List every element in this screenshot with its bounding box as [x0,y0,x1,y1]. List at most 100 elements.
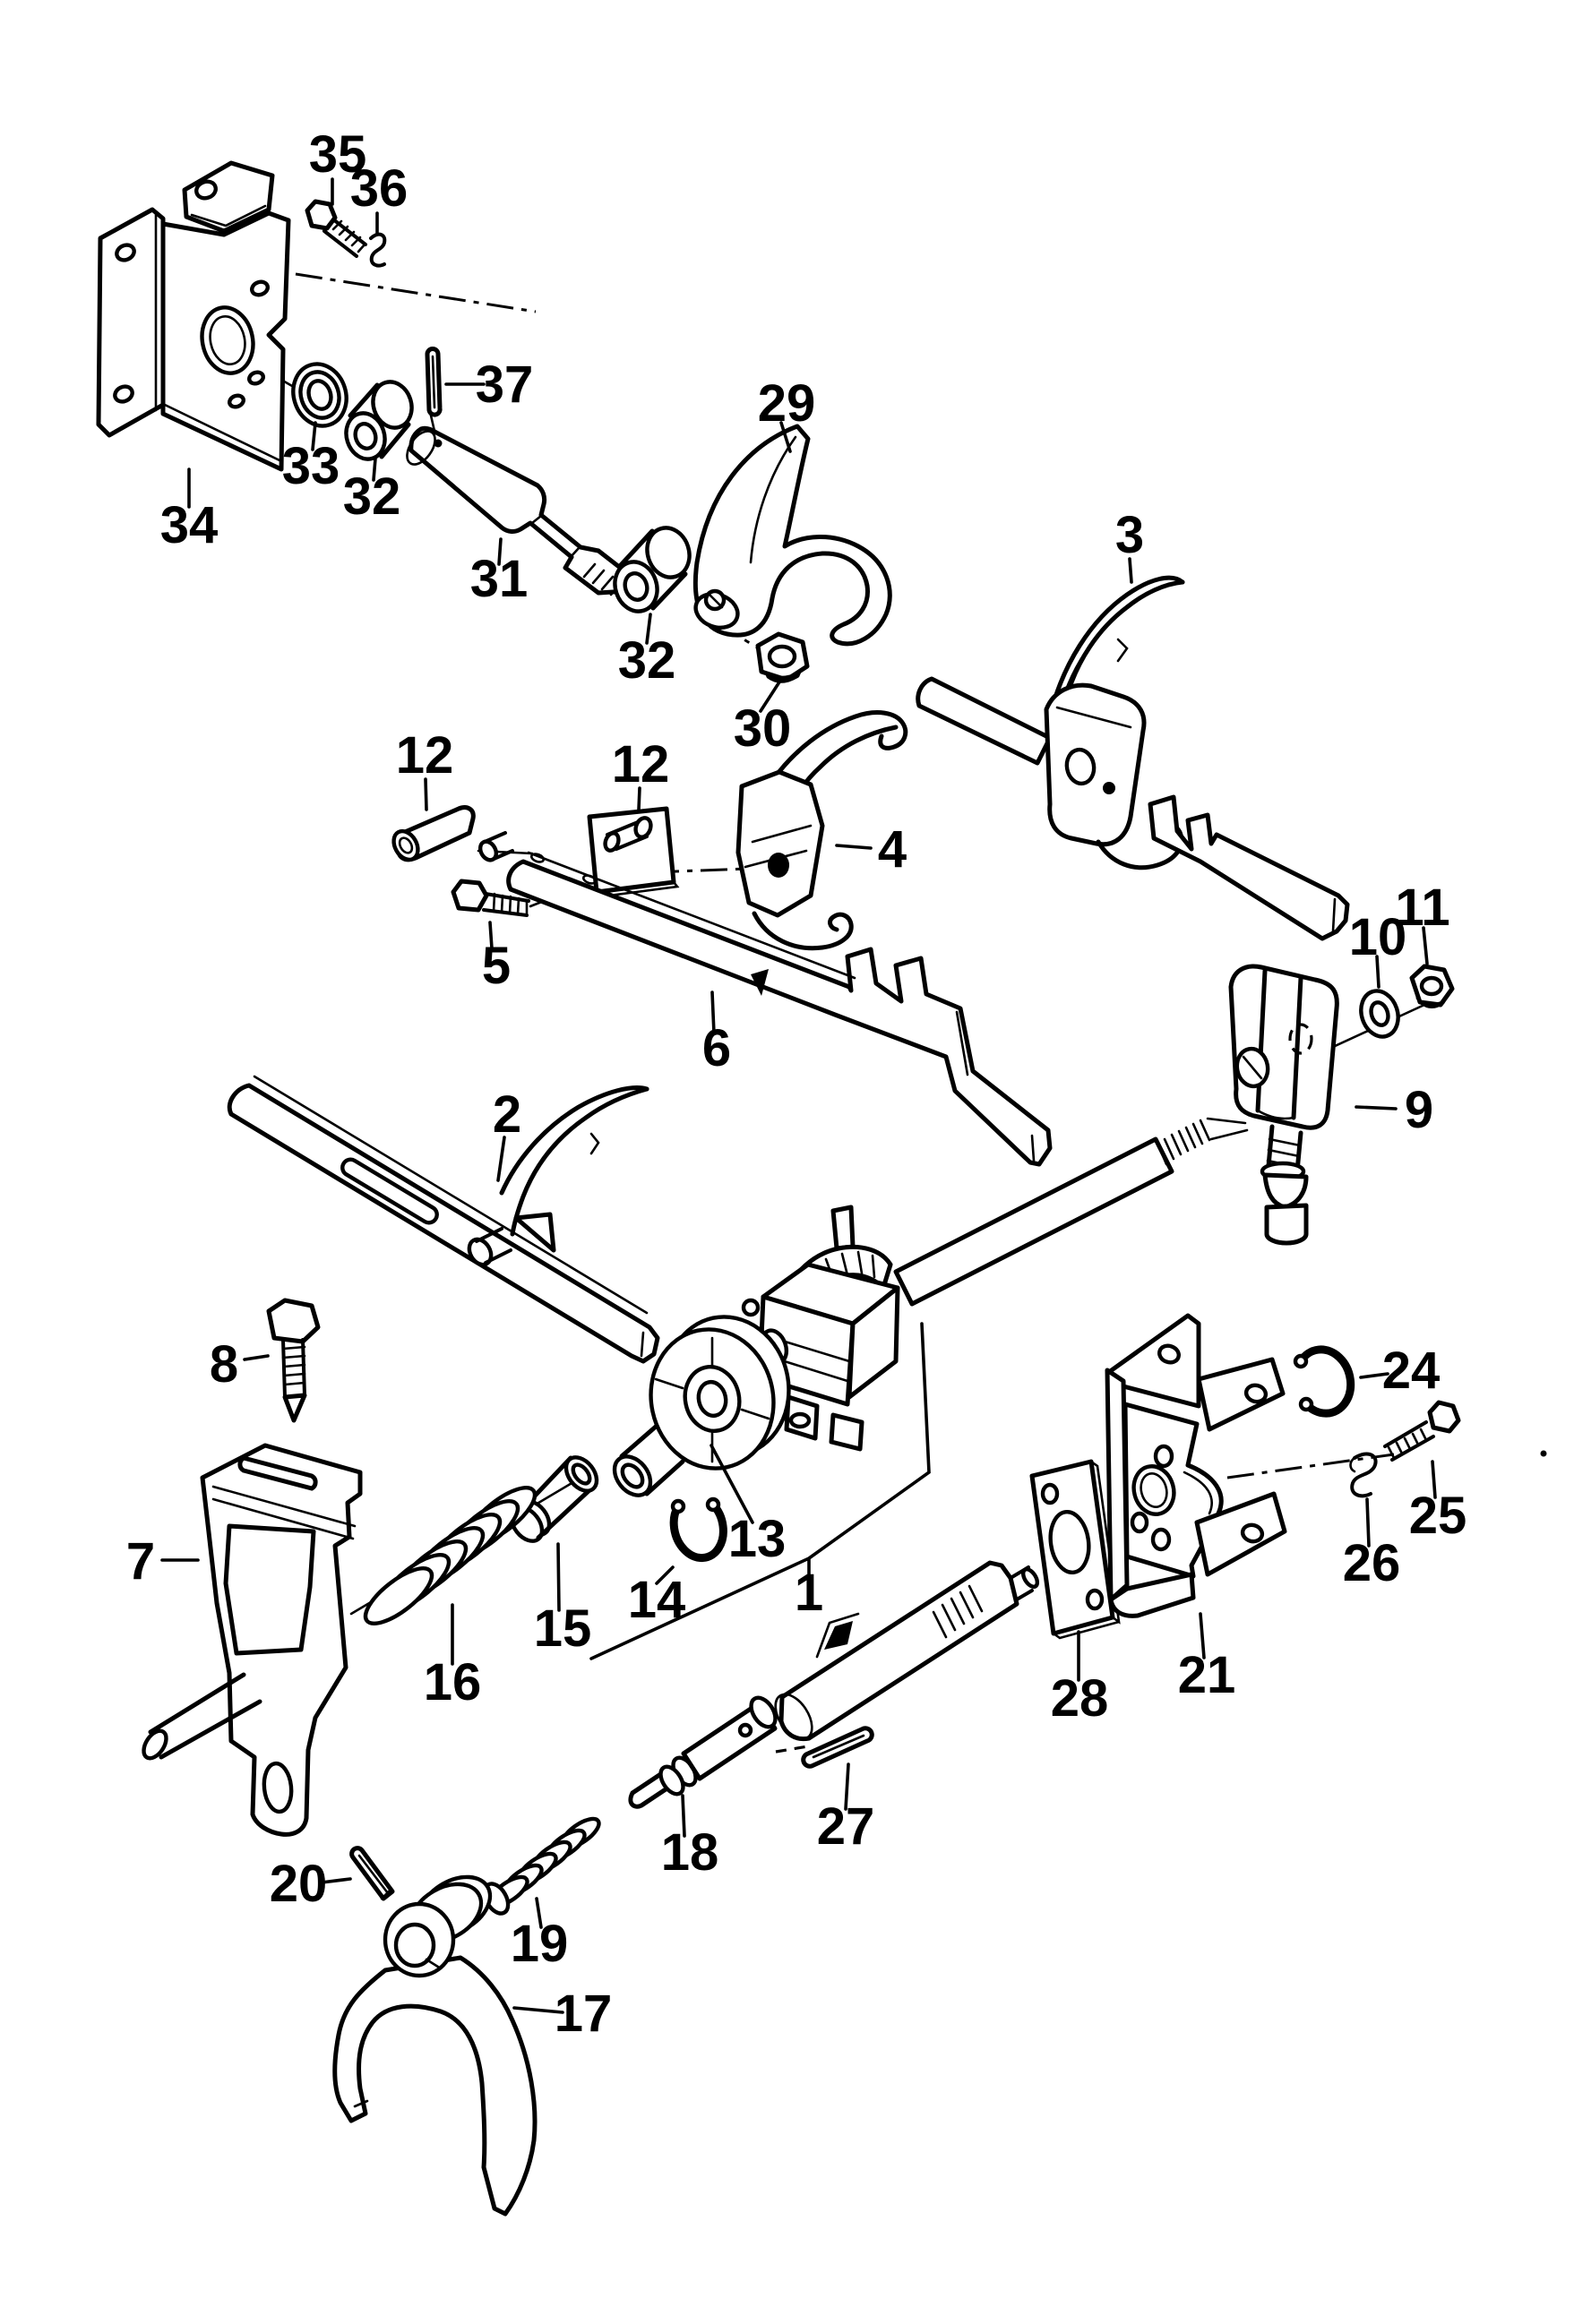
fork-2 [227,1075,660,1364]
callout-28: 28 [1051,1669,1109,1728]
leader-21 [1199,1612,1206,1659]
callout-25: 25 [1409,1487,1467,1545]
leader-13 [710,1444,754,1524]
leader-4 [835,844,873,850]
leader-31 [497,537,503,566]
leader-14 [655,1565,675,1585]
pin-20 [349,1846,395,1901]
circlip-24 [1293,1345,1355,1418]
leader-20 [320,1877,352,1884]
callout-35: 35 [309,125,367,184]
callout-31: 31 [470,550,529,608]
callout-32-upper: 32 [343,467,401,526]
callout-32-lower: 32 [618,631,676,690]
pin-37 [425,347,443,417]
spring-16 [363,1486,538,1625]
bracket-21 [1105,1313,1287,1618]
leader-25 [1431,1460,1437,1499]
spring-19 [482,1816,601,1916]
carrier-block [741,1205,900,1452]
leader-32-upper [372,457,377,482]
callout-12-left: 12 [396,726,454,785]
leader-8 [243,1354,270,1361]
callout-34: 34 [160,496,219,554]
callout-30: 30 [734,699,792,758]
bushing-32-lower [613,526,692,613]
pin-27 [801,1726,874,1769]
fork-4 [735,710,908,951]
callout-12-right: 12 [612,735,670,793]
shift-rod-rear-sleeve [774,1560,1040,1742]
callout-9: 9 [1405,1081,1433,1139]
clevis-9 [1228,964,1339,1246]
piston-18 [628,1695,778,1809]
stray-dot [1540,1450,1547,1457]
callout-19: 19 [511,1915,569,1973]
leader-32-lower [645,613,652,645]
leader-18 [681,1794,686,1838]
callout-labels: 1 2 3 4 5 6 7 8 9 10 11 12 12 13 14 15 1… [126,125,1466,2043]
callout-5: 5 [482,937,511,995]
leader-1 [589,1322,931,1660]
fork-rail-3 [916,575,1350,941]
bolt-25 [1383,1400,1461,1462]
nut-11 [1409,964,1455,1008]
fork-29 [692,424,892,647]
callout-3: 3 [1115,506,1144,564]
callout-leaders [160,177,1437,2014]
leader-15 [556,1542,561,1612]
disc-13 [649,1315,791,1471]
callout-14: 14 [628,1571,686,1629]
callout-16: 16 [424,1653,482,1711]
callout-36: 36 [350,159,409,218]
callout-21: 21 [1178,1646,1236,1704]
bracket-34 [96,160,291,472]
callout-33: 33 [282,437,340,495]
callout-17: 17 [555,1985,613,2043]
callout-26: 26 [1343,1534,1401,1592]
callout-8: 8 [210,1335,238,1394]
fork-17 [332,1874,538,2217]
callout-7: 7 [126,1532,155,1591]
leader-11 [1422,926,1429,965]
bushing-32-upper [344,380,414,461]
leader-27 [844,1762,850,1811]
rail-6 [506,851,1053,1167]
leader-5 [488,921,494,950]
bolt-35 [305,199,367,258]
leader-12-right [637,786,641,811]
callout-20: 20 [270,1855,328,1913]
clip-12-right [587,806,680,898]
leader-33 [311,421,317,451]
leader-26 [1365,1497,1371,1548]
s-clip-26 [1349,1452,1378,1498]
leader-6 [710,990,716,1035]
leader-30 [759,679,782,713]
callout-27: 27 [817,1797,875,1856]
callout-13: 13 [728,1510,787,1568]
leader-3 [1128,557,1133,584]
leader-24 [1359,1372,1389,1379]
bracket-7 [142,1443,363,1837]
leader-9 [1355,1105,1398,1111]
seal-33 [291,362,348,428]
bolt-8 [266,1298,321,1423]
callout-10: 10 [1349,908,1407,966]
callout-18: 18 [661,1823,719,1882]
callout-24: 24 [1382,1342,1441,1400]
leader-10 [1375,955,1380,989]
leader-17 [512,2006,564,2014]
callout-2: 2 [493,1085,521,1144]
leader-2 [496,1136,506,1182]
shift-rod-shaft [893,1117,1249,1307]
callout-37: 37 [476,356,534,414]
callout-4: 4 [878,820,907,879]
washer-10 [1359,989,1400,1039]
callout-29: 29 [758,374,816,433]
callout-11: 11 [1395,879,1449,937]
callout-6: 6 [702,1019,731,1077]
leader-19 [535,1897,543,1929]
bolt-5 [451,879,530,917]
